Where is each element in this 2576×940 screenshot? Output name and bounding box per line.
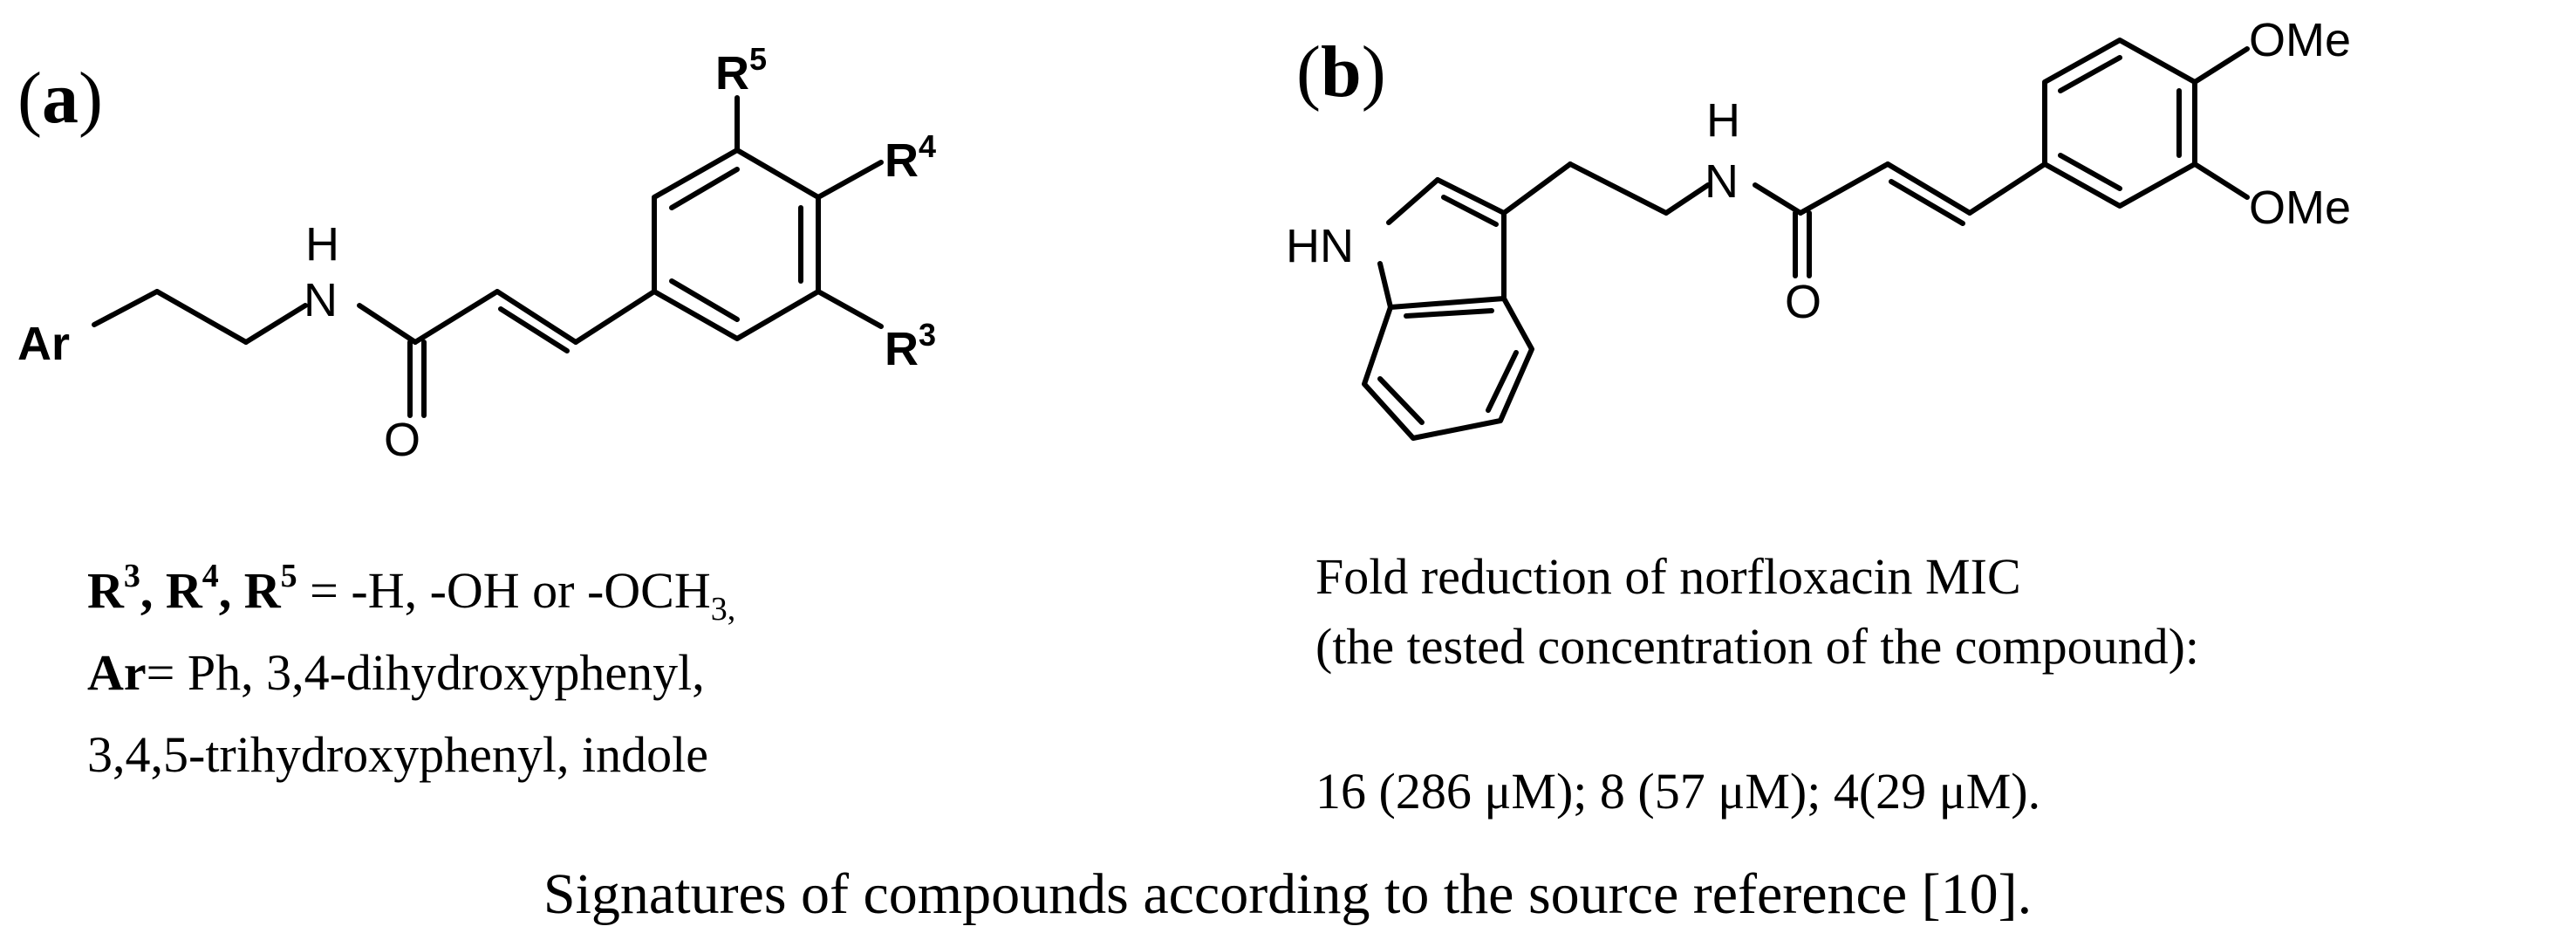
structure-b-bonds: [1362, 38, 2250, 441]
indole-nh-label: HN: [1286, 220, 1354, 272]
legend-b-line-2: (the tested concentration of the compoun…: [1315, 618, 2199, 675]
carbonyl-o-label: O: [384, 414, 420, 466]
structure-a-labels: Ar H N O R5 R4 R3: [17, 41, 936, 466]
structure-b-labels: HN H N O OMe OMe: [1286, 14, 2351, 328]
ome-bottom-label: OMe: [2249, 182, 2351, 234]
structure-a-bonds: [92, 95, 884, 418]
panel-b-label: (b): [1296, 31, 1386, 113]
amide-n-label-b: N: [1705, 155, 1739, 208]
legend-b: Fold reduction of norfloxacin MIC (the t…: [1315, 548, 2199, 820]
r4-label: R4: [885, 128, 936, 187]
legend-b-line-1: Fold reduction of norfloxacin MIC: [1315, 548, 2021, 605]
figure-caption: Signatures of compounds according to the…: [543, 862, 2032, 926]
legend-a-line-2: Ar= Ph, 3,4-dihydroxyphenyl,: [87, 644, 705, 701]
legend-a-line-1: R3, R4, R5 = -H, -OH or -OCH3,: [87, 558, 735, 628]
legend-b-line-3: 16 (286 μM); 8 (57 μM); 4(29 μM).: [1315, 763, 2040, 820]
r5-label: R5: [715, 41, 767, 99]
amide-n-label: N: [304, 274, 338, 326]
ar-label: Ar: [17, 318, 70, 370]
amide-h-label: H: [305, 218, 339, 271]
panel-a-label: (a): [17, 58, 103, 139]
panel-a: (a): [17, 41, 936, 783]
panel-b: (b): [1286, 14, 2351, 820]
ome-top-label: OMe: [2249, 14, 2351, 66]
r3-label: R3: [885, 317, 936, 375]
carbonyl-o-label-b: O: [1785, 276, 1821, 328]
amide-h-label-b: H: [1706, 94, 1740, 147]
legend-a: R3, R4, R5 = -H, -OH or -OCH3, Ar= Ph, 3…: [87, 558, 735, 783]
legend-a-line-3: 3,4,5-trihydroxyphenyl, indole: [87, 726, 708, 783]
